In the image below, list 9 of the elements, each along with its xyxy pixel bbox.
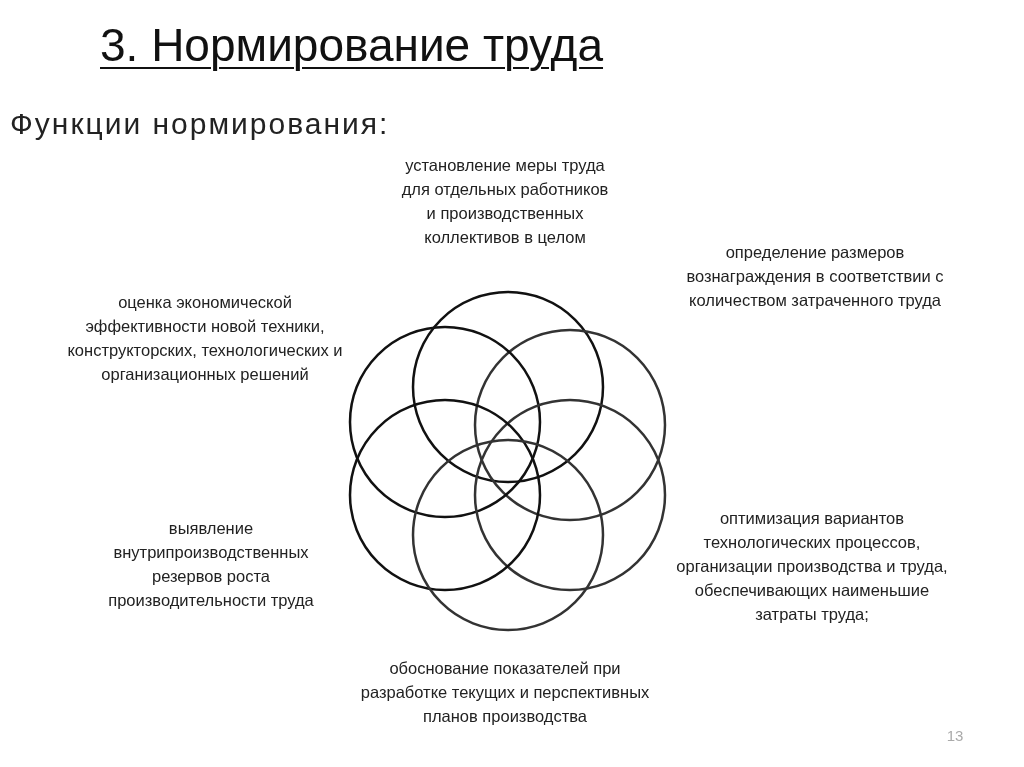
page-number: 13 (945, 726, 965, 746)
subtitle: Функции нормирования: (10, 106, 391, 142)
function-text: оценка экономической эффективности новой техники, конструкторских, технологических и организационных решений (66, 292, 344, 385)
function-text: обоснование показателей при разработке текущих и перспективных планов производства (360, 658, 650, 727)
function-text: определение размеров вознаграждения в соответствии с количеством затраченного труда (685, 242, 945, 311)
function-text: выявление внутрипроизводственных резервов роста производительности труда (107, 518, 315, 611)
slide-title: 3. Нормирование труда (100, 18, 603, 72)
function-text: оптимизация вариантов технологических процессов, организации производства и труда, обеспечивающих наименьшие затраты труда; (675, 508, 949, 625)
function-text: установление меры труда для отдельных работников и производственных коллективов в целом (400, 155, 610, 248)
